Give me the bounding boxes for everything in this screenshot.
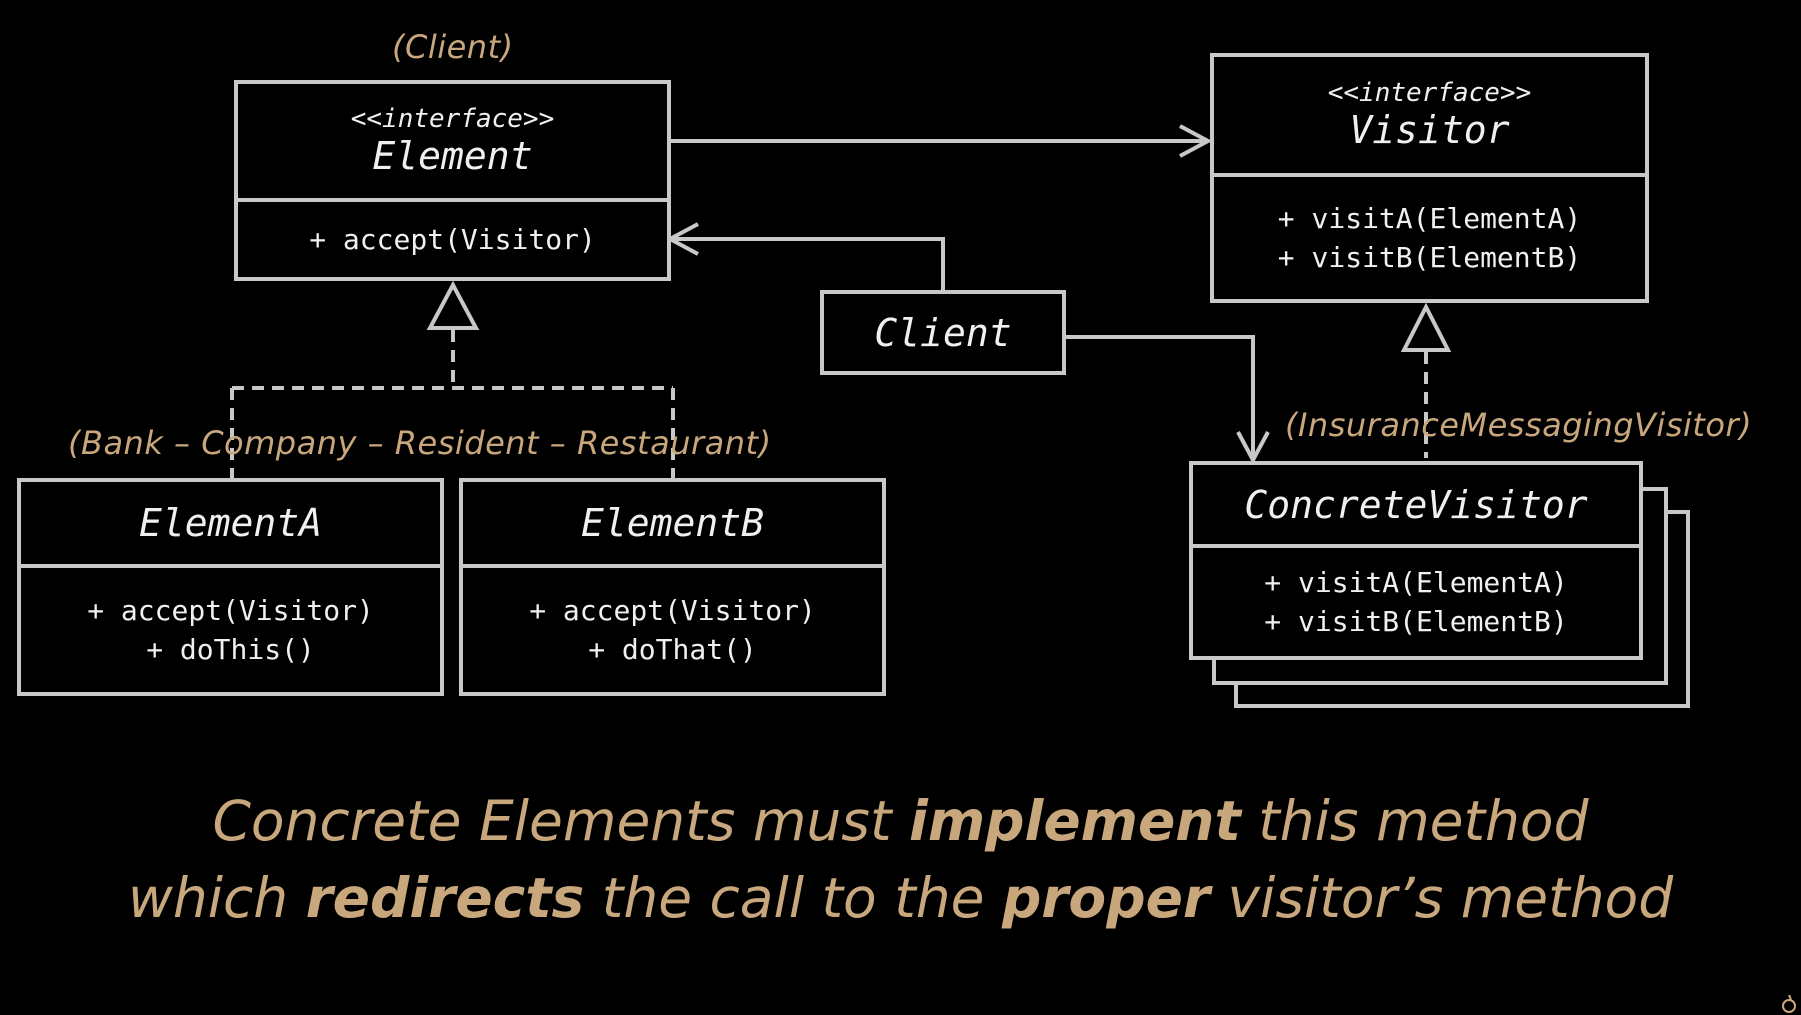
element-interface-box: <<interface>> Element + accept(Visitor): [234, 80, 671, 281]
caption-text: the call to the: [584, 866, 1002, 930]
caption-emphasis: proper: [1001, 866, 1211, 930]
concrete-visitor-box: ConcreteVisitor + visitA(ElementA) + vis…: [1189, 461, 1643, 660]
visitor-header: <<interface>> Visitor: [1214, 57, 1645, 177]
element-b-methods: + accept(Visitor) + doThat(): [463, 568, 882, 692]
client-class-name: Client: [874, 310, 1012, 355]
caption-emphasis: implement: [909, 789, 1241, 853]
element-realization: [230, 330, 1428, 478]
caption-line-1: Concrete Elements must implement this me…: [0, 783, 1801, 859]
element-header: <<interface>> Element: [238, 84, 667, 202]
visitor-realization-triangle: [1400, 302, 1452, 352]
element-method: + accept(Visitor): [309, 223, 596, 256]
element-client-annotation: (Client): [392, 28, 514, 66]
element-class-name: Element: [372, 134, 533, 178]
client-to-concretevisitor-arrow: [1066, 335, 1255, 458]
element-a-box: ElementA + accept(Visitor) + doThis(): [17, 478, 444, 696]
visitor-interface-box: <<interface>> Visitor + visitA(ElementA)…: [1210, 53, 1649, 303]
caption-text: which: [127, 866, 306, 930]
element-a-class-name: ElementA: [138, 501, 323, 545]
caption-emphasis: redirects: [305, 866, 585, 930]
client-box: Client: [820, 290, 1066, 375]
element-a-methods: + accept(Visitor) + doThis(): [21, 568, 440, 692]
channel-logo-icon: [1782, 994, 1796, 1013]
concrete-visitor-annotation: (InsuranceMessagingVisitor): [1285, 406, 1753, 444]
element-b-method: + doThat(): [588, 633, 757, 666]
element-stereotype: <<interface>>: [350, 104, 555, 134]
caption-text: this method: [1240, 789, 1589, 853]
caption-text: Concrete Elements must: [212, 789, 909, 853]
concrete-visitor-class-name: ConcreteVisitor: [1244, 482, 1588, 527]
visitor-class-name: Visitor: [1349, 108, 1510, 152]
caption-line-2: which redirects the call to the proper v…: [0, 860, 1801, 936]
element-a-method: + accept(Visitor): [87, 594, 374, 627]
element-a-header: ElementA: [21, 482, 440, 568]
element-b-box: ElementB + accept(Visitor) + doThat(): [459, 478, 886, 696]
visitor-method: + visitB(ElementB): [1277, 241, 1582, 274]
element-b-class-name: ElementB: [580, 501, 765, 545]
element-to-visitor-arrowhead: [1179, 124, 1213, 158]
element-methods: + accept(Visitor): [238, 202, 667, 277]
visitor-methods: + visitA(ElementA) + visitB(ElementB): [1214, 177, 1645, 299]
concrete-visitor-method: + visitB(ElementB): [1264, 605, 1568, 638]
client-to-element-arrow: [673, 237, 945, 291]
visitor-stereotype: <<interface>>: [1327, 78, 1532, 108]
concrete-elements-annotation: (Bank – Company – Resident – Restaurant): [68, 424, 772, 462]
caption-text: visitor’s method: [1210, 866, 1674, 930]
client-to-concretevisitor-arrowhead: [1236, 431, 1270, 465]
element-a-method: + doThis(): [146, 633, 315, 666]
visitor-method: + visitA(ElementA): [1277, 202, 1582, 235]
element-b-header: ElementB: [463, 482, 882, 568]
concrete-visitor-methods: + visitA(ElementA) + visitB(ElementB): [1193, 548, 1639, 656]
element-realization-triangle: [426, 280, 480, 330]
element-b-method: + accept(Visitor): [529, 594, 816, 627]
concrete-visitor-method: + visitA(ElementA): [1264, 566, 1568, 599]
concrete-visitor-header: ConcreteVisitor: [1193, 465, 1639, 548]
